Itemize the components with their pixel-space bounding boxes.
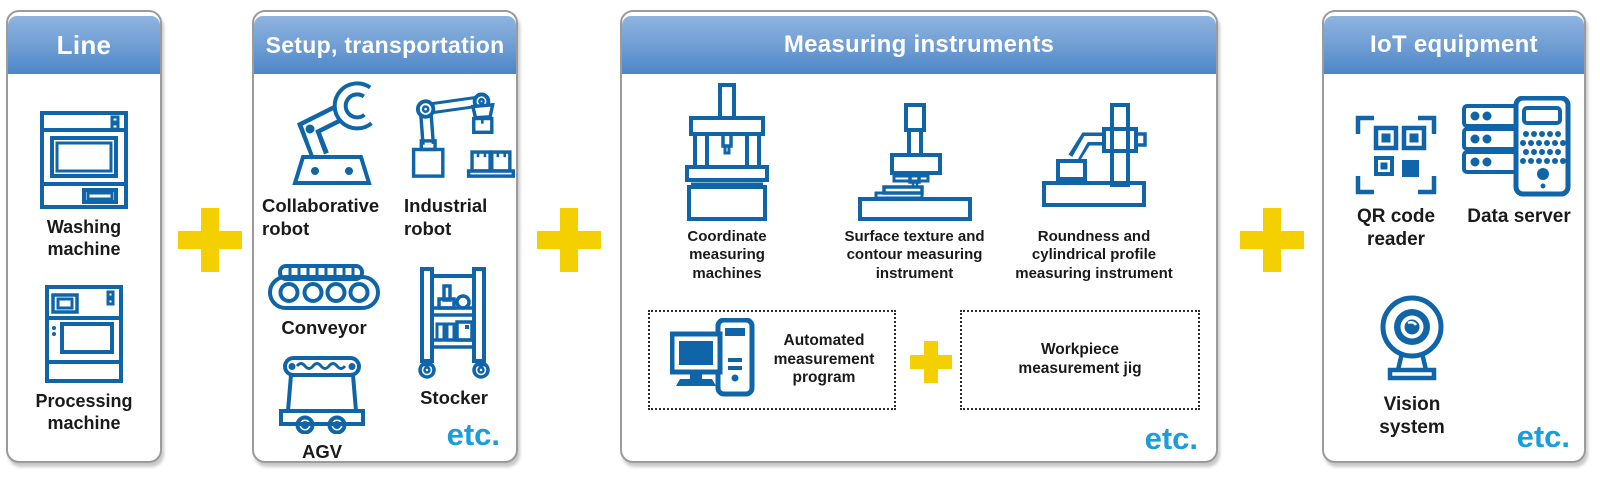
item-label: Washing machine bbox=[46, 217, 122, 259]
etc-label: etc. bbox=[1516, 419, 1570, 454]
item-label: Collaborative robot bbox=[262, 195, 380, 239]
item-label: Vision system bbox=[1379, 394, 1445, 439]
item-vision-system: Vision system bbox=[1352, 294, 1472, 439]
item-surface-texture-instrument: Surface texture and contour measuring in… bbox=[822, 76, 1007, 283]
agv-icon bbox=[277, 356, 367, 434]
item-data-server: Data server bbox=[1456, 96, 1582, 228]
item-washing-machine: Washing machine bbox=[8, 110, 160, 261]
item-collaborative-robot: Collaborative robot bbox=[262, 78, 402, 240]
item-label: Processing machine bbox=[35, 391, 133, 433]
dotted-box-automated-measurement-program: Automated measurement program bbox=[648, 310, 896, 410]
item-label: Surface texture and contour measuring in… bbox=[844, 228, 985, 282]
item-label: Industrial robot bbox=[404, 195, 488, 239]
panel-measuring-title: Measuring instruments bbox=[622, 16, 1216, 74]
plus-icon bbox=[178, 208, 242, 272]
etc-label: etc. bbox=[446, 417, 500, 452]
item-label: AGV bbox=[301, 441, 343, 462]
qr-code-icon bbox=[1352, 106, 1440, 198]
dotted-box-label: Workpiece measurement jig bbox=[1018, 341, 1142, 377]
etc-label: etc. bbox=[1144, 421, 1198, 456]
conveyor-icon bbox=[268, 264, 380, 310]
item-industrial-robot: Industrial robot bbox=[404, 78, 516, 240]
item-roundness-instrument: Roundness and cylindrical profile measur… bbox=[994, 76, 1194, 283]
panel-setup-transportation: Setup, transportation Collaborative robo… bbox=[252, 10, 518, 463]
item-label: Conveyor bbox=[281, 317, 367, 338]
item-qr-code-reader: QR code reader bbox=[1336, 106, 1456, 251]
item-stocker: Stocker bbox=[402, 266, 506, 410]
item-label: Stocker bbox=[420, 387, 488, 408]
item-processing-machine: Processing machine bbox=[8, 284, 160, 435]
computer-icon bbox=[669, 318, 762, 402]
item-label: QR code reader bbox=[1356, 206, 1436, 251]
collaborative-robot-icon bbox=[271, 78, 393, 188]
panel-measuring-instruments: Measuring instruments Coordinate measuri… bbox=[620, 10, 1218, 463]
dotted-box-label: Automated measurement program bbox=[773, 331, 875, 387]
panel-setup-title: Setup, transportation bbox=[254, 16, 516, 74]
stocker-icon bbox=[410, 266, 498, 380]
item-coordinate-measuring-machines: Coordinate measuring machines bbox=[652, 76, 802, 283]
item-label: Roundness and cylindrical profile measur… bbox=[1015, 228, 1173, 282]
dotted-box-workpiece-measurement-jig: Workpiece measurement jig bbox=[960, 310, 1200, 410]
plus-icon bbox=[910, 341, 952, 383]
item-label: Data server bbox=[1467, 206, 1571, 227]
vision-system-icon bbox=[1373, 294, 1451, 386]
data-server-icon bbox=[1460, 96, 1578, 198]
roundness-icon bbox=[1036, 76, 1152, 221]
processing-machine-icon bbox=[42, 284, 126, 384]
plus-icon bbox=[1240, 208, 1304, 272]
panel-iot-equipment: IoT equipment QR code reader bbox=[1322, 10, 1586, 463]
panel-iot-title: IoT equipment bbox=[1324, 16, 1584, 74]
plus-icon bbox=[537, 208, 601, 272]
panel-line: Line Washing machine bbox=[6, 10, 162, 463]
item-agv: AGV bbox=[270, 356, 374, 464]
panel-line-title: Line bbox=[8, 16, 160, 74]
item-label: Coordinate measuring machines bbox=[687, 228, 767, 282]
item-conveyor: Conveyor bbox=[262, 264, 386, 340]
industrial-robot-icon bbox=[405, 78, 515, 188]
washing-machine-icon bbox=[36, 110, 132, 210]
cmm-icon bbox=[679, 76, 775, 221]
surface-texture-icon bbox=[854, 76, 976, 221]
